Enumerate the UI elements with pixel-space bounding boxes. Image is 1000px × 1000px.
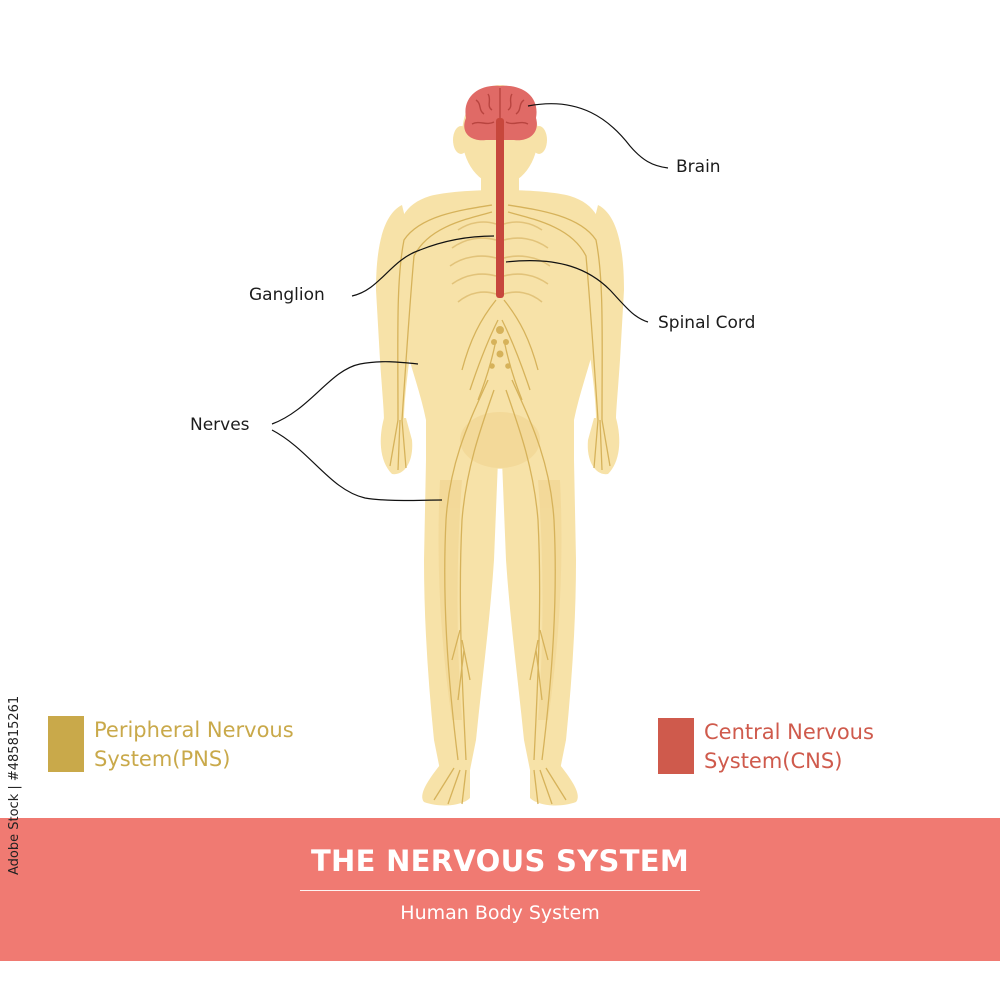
leader-lines [271, 103, 669, 502]
legend-cns-line2: System(CNS) [704, 749, 843, 773]
legend-pns-text: Peripheral Nervous System(PNS) [94, 716, 294, 774]
title-banner: THE NERVOUS SYSTEM Human Body System [0, 818, 1000, 961]
brain-leader-line [527, 103, 669, 169]
legend-pns-line2: System(PNS) [94, 747, 231, 771]
brain-label: Brain [676, 157, 721, 177]
nerves-lower-leader-line [271, 429, 443, 502]
body-shading [438, 412, 562, 720]
legend-cns-text: Central Nervous System(CNS) [704, 718, 874, 776]
peripheral-nerves [389, 204, 611, 805]
stock-id-text: Adobe Stock | #485815261 [7, 695, 22, 875]
ganglion-label: Ganglion [249, 285, 325, 305]
legend-cns: Central Nervous System(CNS) [658, 718, 874, 776]
nerves-upper-leader-line [271, 361, 419, 425]
spinal-cord [496, 118, 504, 298]
brain [464, 85, 537, 141]
banner-subtitle: Human Body System [400, 902, 600, 924]
banner-divider [300, 890, 700, 891]
legend-pns-line1: Peripheral Nervous [94, 718, 294, 742]
legend-pns-swatch [48, 716, 84, 772]
ribcage [449, 221, 551, 303]
spinal-cord-label: Spinal Cord [658, 313, 756, 333]
legend-cns-line1: Central Nervous [704, 720, 874, 744]
banner-title: THE NERVOUS SYSTEM [310, 844, 690, 878]
nerves-label: Nerves [190, 415, 250, 435]
legend-pns: Peripheral Nervous System(PNS) [48, 716, 294, 774]
ganglion-cluster [489, 326, 511, 369]
ganglion-leader-line [351, 235, 495, 297]
legend-cns-swatch [658, 718, 694, 774]
spinal-cord-leader-line [505, 260, 649, 323]
